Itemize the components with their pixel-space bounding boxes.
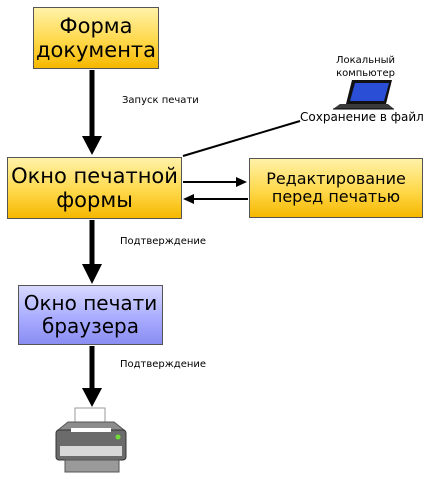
edge-label-confirm-1: Подтверждение	[120, 236, 207, 247]
arrow-browser-to-printer	[82, 346, 102, 407]
arrow-edit-to-print	[183, 194, 248, 204]
save-to-file-line	[182, 120, 301, 157]
edge-label-confirm-2: Подтверждение	[120, 359, 207, 370]
local-computer-label: Локальный компьютер	[336, 55, 395, 80]
node-print-form-window-line1: Окно печатной	[11, 163, 178, 188]
edge-label-save-to-file: Сохранение в файл	[300, 110, 424, 124]
node-browser-print-window-line1: Окно печати	[23, 291, 158, 315]
arrow-print-to-browser	[82, 220, 102, 284]
node-edit-before-print-line1: Редактирование	[266, 168, 406, 188]
edge-label-start-print: Запуск печати	[122, 95, 199, 106]
node-browser-print-window-line2: браузера	[41, 314, 139, 338]
node-edit-before-print: Редактирование перед печатью	[249, 158, 423, 218]
node-document-form-line1: Форма	[59, 13, 133, 38]
laptop-icon	[333, 80, 394, 110]
local-computer-line1: Локальный	[336, 55, 396, 66]
node-document-form-line2: документа	[35, 38, 157, 62]
arrow-form-to-print	[82, 70, 102, 155]
printer-icon	[55, 407, 127, 473]
node-print-form-window-line2: формы	[56, 188, 133, 212]
node-edit-before-print-line2: перед печатью	[271, 187, 401, 206]
node-browser-print-window: Окно печати браузера	[18, 285, 163, 345]
arrow-print-to-edit	[183, 177, 247, 187]
node-document-form: Форма документа	[33, 7, 159, 69]
node-print-form-window: Окно печатной формы	[7, 157, 182, 219]
local-computer-line2: компьютер	[336, 67, 395, 79]
